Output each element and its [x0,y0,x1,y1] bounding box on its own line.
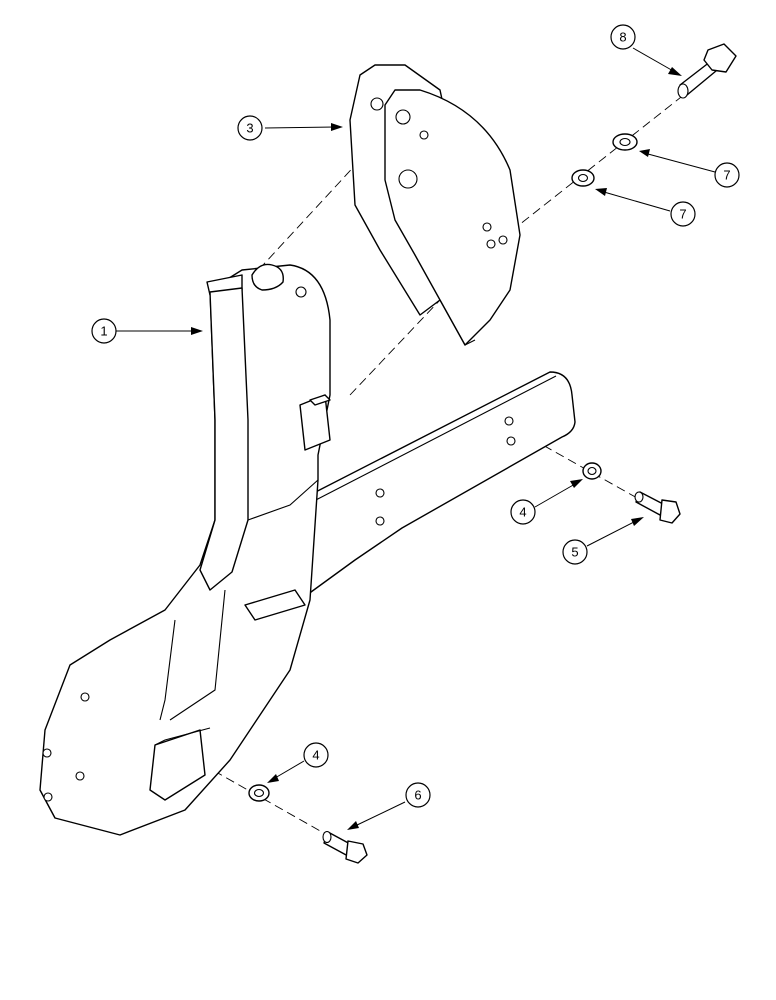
callout-5-label: 5 [571,545,578,560]
arm-plate [299,371,576,601]
hex-bolt-upper [677,43,737,99]
washer-lower-left [248,784,270,802]
callout-bubbles: 1 3 4 4 5 6 7 7 [91,24,740,808]
callout-4a-label: 4 [519,505,526,520]
callout-7b-label: 7 [679,207,686,222]
callout-6: 6 [405,782,431,808]
washer-lower [571,169,595,187]
hex-bolt-lower [322,830,368,864]
callout-4a: 4 [510,499,536,525]
callout-8: 8 [610,24,636,50]
callout-1: 1 [91,318,117,344]
hex-bolt-right [634,491,681,524]
callout-3: 3 [237,115,263,141]
washer-right [582,462,602,480]
callout-7b: 7 [670,201,696,227]
callout-8-label: 8 [619,30,626,45]
leader-arrows [116,47,716,830]
main-bracket [39,263,331,836]
callout-7a: 7 [714,162,740,188]
washer-upper [612,133,638,151]
callout-7a-label: 7 [723,168,730,183]
callout-4b: 4 [303,742,329,768]
upper-mounting-plate [349,64,521,346]
callout-4b-label: 4 [312,748,319,763]
callout-1-label: 1 [100,324,107,339]
callout-6-label: 6 [414,788,421,803]
callout-5: 5 [562,539,588,565]
callout-3-label: 3 [246,121,253,136]
